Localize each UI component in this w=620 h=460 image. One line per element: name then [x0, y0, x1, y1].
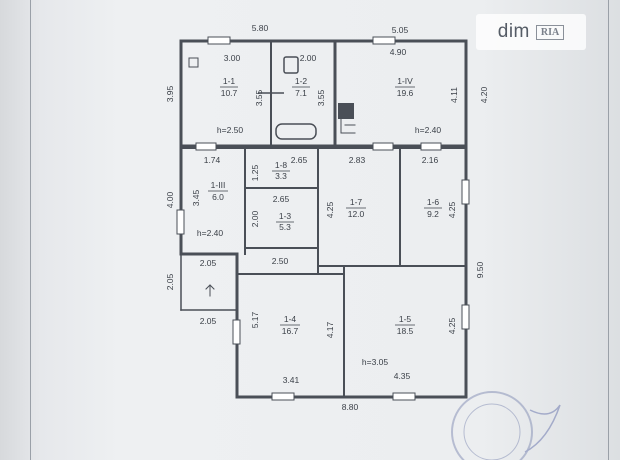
- dim-26: 3.41: [283, 375, 300, 385]
- watermark-badge: RIA: [535, 24, 565, 40]
- room-1-5-area: 18.5: [397, 326, 414, 336]
- room-1-5-id: 1-5: [399, 314, 412, 324]
- room-1-3-id: 1-3: [279, 211, 292, 221]
- room-1-6-id: 1-6: [427, 197, 440, 207]
- dim-17: 4.25: [325, 201, 335, 218]
- height-1-III: h=2.40: [197, 228, 224, 238]
- room-1-IV-area: 19.6: [397, 88, 414, 98]
- window-9: [232, 319, 241, 345]
- window-1: [207, 36, 231, 45]
- dim-13: 4.00: [165, 191, 175, 208]
- window-3: [176, 209, 185, 235]
- window-7: [461, 179, 470, 205]
- window-4: [195, 142, 217, 151]
- room-1-8-id: 1-8: [275, 160, 288, 170]
- dim-bottom-total: 8.80: [342, 402, 359, 412]
- room-1-7-id: 1-7: [350, 197, 363, 207]
- window-2: [372, 36, 396, 45]
- dim-6: 4.11: [449, 87, 459, 103]
- window-5: [372, 142, 394, 151]
- dimria-watermark: dim RIA: [476, 14, 586, 50]
- watermark-brand: dim: [497, 21, 530, 42]
- window-10: [271, 392, 295, 401]
- dim-25: 4.25: [447, 317, 457, 334]
- room-1-6-area: 9.2: [427, 209, 439, 219]
- room-1-8-area: 3.3: [275, 171, 287, 181]
- dim-20: 2.05: [165, 273, 175, 290]
- room-1-2-id: 1-2: [295, 76, 308, 86]
- dim-4: 3.55: [254, 89, 264, 106]
- dim-0: 3.00: [224, 53, 241, 63]
- dim-11: 2.83: [349, 155, 366, 165]
- dim-16: 2.00: [250, 210, 260, 227]
- window-6: [420, 142, 442, 151]
- room-1-1-id: 1-1: [223, 76, 236, 86]
- left-margin-line: [30, 0, 31, 460]
- dim-27: 4.35: [394, 371, 411, 381]
- room-1-4-id: 1-4: [284, 314, 297, 324]
- dim-8: 1.74: [204, 155, 221, 165]
- room-1-2-area: 7.1: [295, 88, 307, 98]
- room-1-7-area: 12.0: [348, 209, 365, 219]
- room-1-4-area: 16.7: [282, 326, 299, 336]
- room-1-3-area: 5.3: [279, 222, 291, 232]
- room-1-III-id: 1-III: [211, 180, 226, 190]
- sink: [188, 57, 199, 68]
- dim-19: 2.05: [200, 258, 217, 268]
- official-stamp: [451, 391, 561, 460]
- window-8: [461, 304, 470, 330]
- dim-22: 2.05: [200, 316, 217, 326]
- dim-5: 3.55: [316, 89, 326, 106]
- right-margin-line: [608, 0, 609, 460]
- toilet: [283, 56, 299, 74]
- dim-1: 2.00: [300, 53, 317, 63]
- stair: [340, 117, 356, 134]
- height-1-5: h=3.05: [362, 357, 389, 367]
- height-1-IV: h=2.40: [415, 125, 442, 135]
- dim-23: 5.17: [250, 311, 260, 328]
- room-1-III-area: 6.0: [212, 192, 224, 202]
- dim-24: 4.17: [325, 321, 335, 338]
- window-11: [392, 392, 416, 401]
- dim-2: 4.90: [390, 47, 407, 57]
- stove: [338, 103, 354, 119]
- dim-3: 3.95: [165, 85, 175, 102]
- dim-top-left: 5.80: [252, 23, 269, 33]
- room-1-1-area: 10.7: [221, 88, 238, 98]
- dim-7: 4.20: [479, 86, 489, 103]
- dim-21: 2.50: [272, 256, 289, 266]
- room-1-IV-id: 1-IV: [397, 76, 413, 86]
- dim-right-total: 9.50: [475, 261, 485, 278]
- dim-15: 2.65: [273, 194, 290, 204]
- dim-18: 4.25: [447, 201, 457, 218]
- dim-10: 2.65: [291, 155, 308, 165]
- entry-arrow: [205, 284, 215, 297]
- dim-12: 2.16: [422, 155, 439, 165]
- dim-top-right: 5.05: [392, 25, 409, 35]
- height-1-1: h=2.50: [217, 125, 244, 135]
- dim-9: 1.25: [250, 164, 260, 181]
- dim-14: 3.45: [191, 189, 201, 206]
- bathtub: [275, 123, 317, 140]
